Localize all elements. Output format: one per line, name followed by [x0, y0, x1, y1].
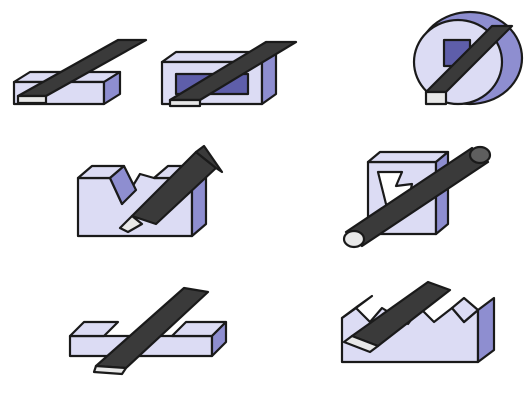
panel-square-bar-in-v-notch-block	[78, 146, 222, 236]
panel-flat-strip-through-slotted-block	[162, 42, 296, 106]
rod-end	[344, 231, 364, 247]
strip-end	[170, 100, 200, 106]
panel-flat-strip-across-v-block	[70, 288, 226, 374]
panel-square-bar-through-disc	[414, 12, 522, 104]
plate-top	[368, 152, 448, 162]
panel-flat-strip-on-block	[14, 40, 146, 104]
panel-round-rod-through-square-plate	[344, 147, 490, 247]
panel-square-bar-in-serrated-block	[342, 282, 494, 362]
bar-end	[426, 92, 446, 104]
strip-end	[18, 96, 46, 103]
block-top-left	[70, 322, 118, 336]
rod-far-end	[470, 147, 490, 163]
block-side	[478, 298, 494, 362]
strip-end	[94, 366, 126, 374]
